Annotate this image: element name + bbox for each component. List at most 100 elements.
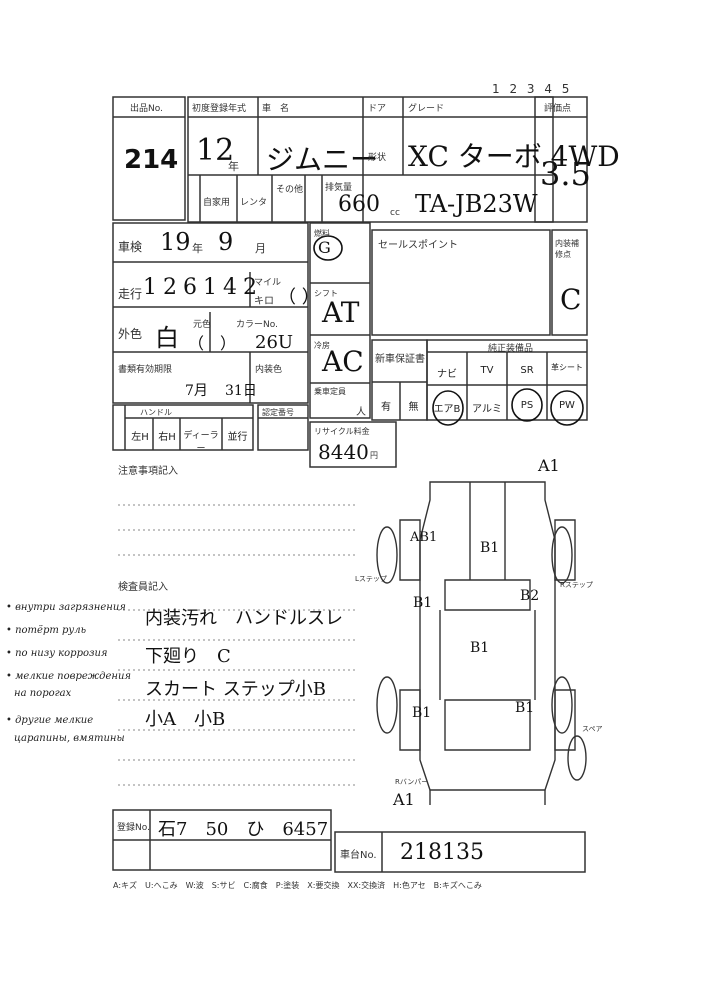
diagram-mark-front: A1 bbox=[538, 456, 560, 475]
diagram-mark-left-door: B1 bbox=[413, 595, 433, 611]
shaken-year-unit: 年 bbox=[192, 242, 203, 255]
rear-bumper-label: Rバンパー bbox=[395, 778, 429, 786]
footer-legend: A:キズ U:へこみ W:波 S:サビ C:腐食 P:塗装 X:要交換 XX:交… bbox=[113, 881, 482, 890]
car-name-value: ジムニー bbox=[266, 143, 379, 176]
equipment-ps: PS bbox=[520, 400, 534, 411]
year-label: 初度登録年式 bbox=[192, 104, 247, 114]
car-diagram bbox=[376, 481, 587, 805]
docs-day: 31日 bbox=[225, 383, 257, 399]
seats-unit: 人 bbox=[356, 407, 366, 418]
km-label: キロ bbox=[254, 296, 274, 307]
aircon-value: AC bbox=[322, 345, 364, 378]
inspector-line-2: 下廻り C bbox=[145, 646, 231, 667]
diagram-mark-rear: A1 bbox=[393, 790, 415, 809]
docs-month: 7月 bbox=[185, 383, 208, 399]
diagram-mark-hood: B1 bbox=[480, 540, 500, 556]
score-value: 3.5 bbox=[540, 155, 591, 193]
warranty-label: 新車保証書 bbox=[375, 354, 425, 365]
mileage-value: 126142 bbox=[143, 275, 263, 300]
equipment-alloy: アルミ bbox=[472, 404, 502, 415]
year-value: 12 bbox=[196, 133, 235, 168]
ru-note-4: • мелкие повреждения bbox=[6, 671, 132, 682]
shaken-month: 9 bbox=[218, 228, 234, 256]
lot-number: 214 bbox=[124, 145, 179, 175]
handle-label: ハンドル bbox=[140, 408, 172, 417]
recycle-value: 8440 bbox=[318, 440, 369, 464]
equipment-tv: TV bbox=[480, 365, 494, 376]
year-unit: 年 bbox=[228, 160, 239, 173]
grade-value: XC ターボ 4WD bbox=[408, 140, 620, 173]
displacement-unit: cc bbox=[390, 208, 400, 218]
warranty-no: 無 bbox=[408, 402, 419, 413]
car-name-label: 車 名 bbox=[262, 104, 290, 114]
handle-import: 並行 bbox=[227, 432, 248, 443]
fuel-label: 燃料 bbox=[314, 229, 330, 238]
seats-label: 乗車定員 bbox=[314, 387, 346, 396]
shaken-month-unit: 月 bbox=[255, 242, 266, 255]
diagram-mark-roof: B1 bbox=[470, 640, 490, 656]
equipment-pw: PW bbox=[559, 400, 575, 411]
handle-right: 右H bbox=[158, 432, 176, 443]
interior-value: C bbox=[560, 283, 582, 316]
inspector-line-4: 小A 小B bbox=[145, 709, 226, 730]
shaken-year: 19 bbox=[160, 228, 191, 256]
ru-note-1: • внутри загрязнения bbox=[6, 602, 126, 613]
usage-rental: レンタ bbox=[240, 198, 268, 208]
plate-label: 登録No. bbox=[117, 823, 150, 833]
handle-left: 左H bbox=[131, 432, 149, 443]
ru-note-3: • по низу коррозия bbox=[6, 648, 108, 659]
score-label: 評価点 bbox=[544, 104, 572, 114]
equipment-label: 純正装備品 bbox=[488, 344, 534, 354]
warranty-yes: 有 bbox=[381, 402, 391, 413]
aircon-label: 冷房 bbox=[314, 341, 330, 350]
mile-label: マイル bbox=[254, 278, 282, 288]
recycle-unit: 円 bbox=[370, 451, 378, 460]
lot-label: 出品No. bbox=[130, 104, 163, 114]
notes-label: 注意事項記入 bbox=[118, 466, 178, 477]
diagram-mark-right-door: B2 bbox=[520, 588, 540, 604]
usage-other: その他 bbox=[276, 185, 304, 195]
color-code-value: 26U bbox=[255, 332, 294, 353]
color-value: 白 bbox=[155, 324, 179, 352]
ru-note-7: царапины, вмятины bbox=[14, 733, 125, 744]
equipment-airbag: エアB bbox=[433, 404, 461, 415]
displacement-value: 660 bbox=[338, 192, 380, 217]
ru-note-5: на порогах bbox=[14, 688, 72, 699]
chassis-label: 車台No. bbox=[340, 850, 377, 861]
interior-label: 内装補修点 bbox=[555, 239, 579, 259]
diagram-mark-ab1: AB1 bbox=[410, 530, 438, 545]
shape-label: 形状 bbox=[368, 153, 387, 163]
plate-value: 石7 50 ひ 6457 bbox=[158, 819, 329, 840]
equipment-navi: ナビ bbox=[437, 369, 457, 380]
diagram-mark-right-rear: B1 bbox=[515, 700, 535, 716]
chassis-value: 218135 bbox=[400, 840, 484, 865]
cert-label: 認定番号 bbox=[262, 408, 294, 417]
inspector-line-1: 内装汚れ ハンドルスレ bbox=[145, 608, 343, 629]
doors-label: ドア bbox=[368, 104, 387, 114]
grade-label: グレード bbox=[408, 104, 445, 114]
usage-private: 自家用 bbox=[203, 198, 231, 208]
sales-point-label: セールスポイント bbox=[378, 240, 458, 251]
mileage-label: 走行 bbox=[118, 287, 143, 301]
displacement-label: 排気量 bbox=[325, 183, 353, 193]
fuel-value: G bbox=[318, 238, 331, 257]
ru-note-6: • другие мелкие bbox=[6, 715, 94, 726]
left-step-label: Lステップ bbox=[355, 575, 387, 583]
shift-label: シフト bbox=[314, 289, 338, 298]
recycle-label: リサイクル料金 bbox=[314, 427, 370, 436]
right-step-label: Rステップ bbox=[560, 581, 593, 589]
shift-value: AT bbox=[322, 296, 360, 329]
color-label: 外色 bbox=[118, 327, 143, 341]
model-code: TA-JB23W bbox=[415, 190, 538, 218]
color-code-label: カラーNo. bbox=[236, 320, 278, 330]
docs-label: 書類有効期限 bbox=[118, 365, 173, 375]
corner-mark: 1 2 3 4 5 bbox=[492, 82, 573, 96]
inspector-line-3: スカート ステップ小B bbox=[145, 679, 326, 700]
equipment-sr: SR bbox=[520, 365, 534, 376]
diagram-mark-left-rear: B1 bbox=[412, 705, 432, 721]
shaken-label: 車検 bbox=[118, 240, 143, 254]
inspector-label: 検査員記入 bbox=[118, 582, 168, 593]
original-color-paren: （ ） bbox=[188, 334, 237, 353]
original-color-label: 元色 bbox=[193, 320, 212, 330]
